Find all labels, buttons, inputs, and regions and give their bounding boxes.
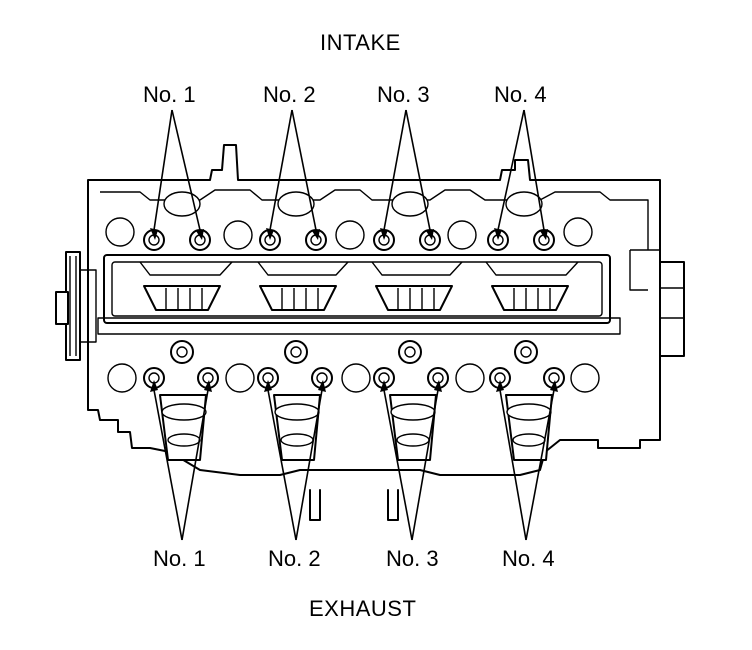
exhaust-port-label-3: No. 3 bbox=[386, 546, 439, 571]
end-plate bbox=[629, 249, 685, 357]
exhaust-side-label: EXHAUST bbox=[309, 596, 417, 621]
camshaft-bridges bbox=[139, 261, 579, 276]
exhaust-bores bbox=[107, 363, 600, 393]
camshaft-holder bbox=[103, 254, 611, 324]
intake-bores bbox=[105, 191, 593, 250]
camshaft-holder-inner bbox=[111, 261, 603, 317]
intake-port-label-2: No. 2 bbox=[263, 82, 316, 107]
mounting-tabs bbox=[309, 489, 399, 521]
exhaust-port-funnels bbox=[159, 394, 553, 461]
combustion-chambers bbox=[143, 285, 569, 311]
camshaft-rail bbox=[97, 317, 621, 335]
rocker-pivots bbox=[170, 340, 538, 364]
intake-side-label: INTAKE bbox=[320, 30, 401, 55]
exhaust-port-label-1: No. 1 bbox=[153, 546, 206, 571]
intake-side-wall bbox=[100, 189, 649, 250]
intake-port-label-1: No. 1 bbox=[143, 82, 196, 107]
intake-port-label-3: No. 3 bbox=[377, 82, 430, 107]
intake-pointers bbox=[150, 109, 548, 240]
intake-nuts bbox=[143, 229, 555, 251]
camshaft-sprocket bbox=[55, 251, 97, 361]
exhaust-port-label-4: No. 4 bbox=[502, 546, 555, 571]
intake-port-label-4: No. 4 bbox=[494, 82, 547, 107]
cylinder-head-outline bbox=[87, 144, 661, 476]
exhaust-port-label-2: No. 2 bbox=[268, 546, 321, 571]
exhaust-pointers bbox=[150, 380, 558, 541]
